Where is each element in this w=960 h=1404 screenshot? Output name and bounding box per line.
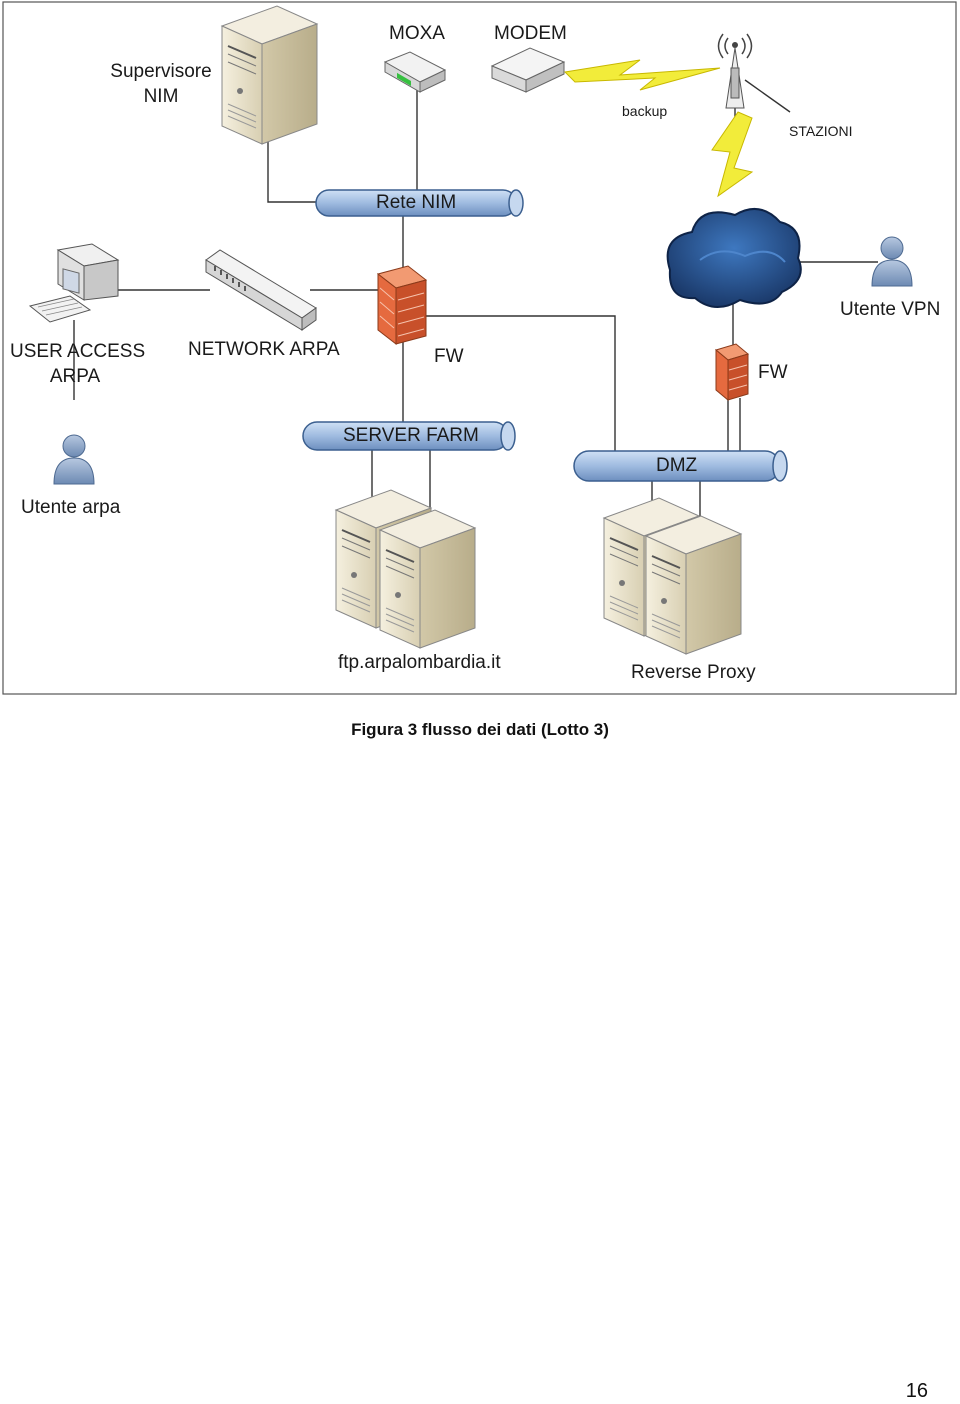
page-number: 16 <box>905 1380 928 1402</box>
server-icon <box>379 509 476 649</box>
fw-right-label: FW <box>758 362 788 383</box>
backup-label: backup <box>622 103 668 119</box>
user-access-label: USER ACCESS ARPA <box>10 340 146 389</box>
link-fw-dmz <box>425 315 616 452</box>
server-icon <box>221 5 318 145</box>
supervisore-label-line1: Supervisore <box>110 61 212 82</box>
modem-icon <box>490 47 566 93</box>
utente-vpn-label: Utente VPN <box>840 299 941 320</box>
ftp-label: ftp.arpalombardia.it <box>338 652 501 673</box>
network-arpa-label: NETWORK ARPA <box>188 339 340 360</box>
supervisore-label-line2: NIM <box>143 85 179 107</box>
rete-nim-label: Rete NIM <box>376 192 457 213</box>
diagram-frame <box>2 1 957 695</box>
user-icon <box>53 434 95 485</box>
figure-caption: Figura 3 flusso dei dati (Lotto 3) <box>351 720 609 739</box>
network-diagram <box>2 1 957 695</box>
link-supervisore-retenim <box>267 130 316 203</box>
rete-nim-pipe <box>315 189 524 217</box>
server-farm-pipe <box>302 421 516 451</box>
switch-icon <box>205 249 317 331</box>
moxa-label: MOXA <box>389 23 445 44</box>
fw-left-label: FW <box>434 346 464 367</box>
lightning-icon <box>563 59 721 91</box>
user-access-label-line1: USER ACCESS <box>10 341 146 362</box>
router-icon <box>383 51 447 93</box>
cloud-icon <box>666 207 802 308</box>
stazioni-label: STAZIONI <box>789 123 853 139</box>
firewall-icon <box>714 343 750 402</box>
antenna-icon <box>717 33 753 109</box>
workstation-icon <box>28 243 120 323</box>
reverse-proxy-label: Reverse Proxy <box>631 662 756 683</box>
modem-label: MODEM <box>494 23 567 44</box>
server-farm-label: SERVER FARM <box>343 425 479 446</box>
dmz-label: DMZ <box>656 455 698 476</box>
link-antenna-stazioni <box>744 79 791 113</box>
supervisore-label: Supervisore NIM <box>100 60 222 109</box>
user-access-label-line2: ARPA <box>49 365 101 387</box>
server-icon <box>645 515 742 655</box>
firewall-icon <box>376 265 428 346</box>
utente-arpa-label: Utente arpa <box>21 497 121 518</box>
lightning-icon <box>711 111 754 198</box>
dmz-pipe <box>573 450 788 482</box>
